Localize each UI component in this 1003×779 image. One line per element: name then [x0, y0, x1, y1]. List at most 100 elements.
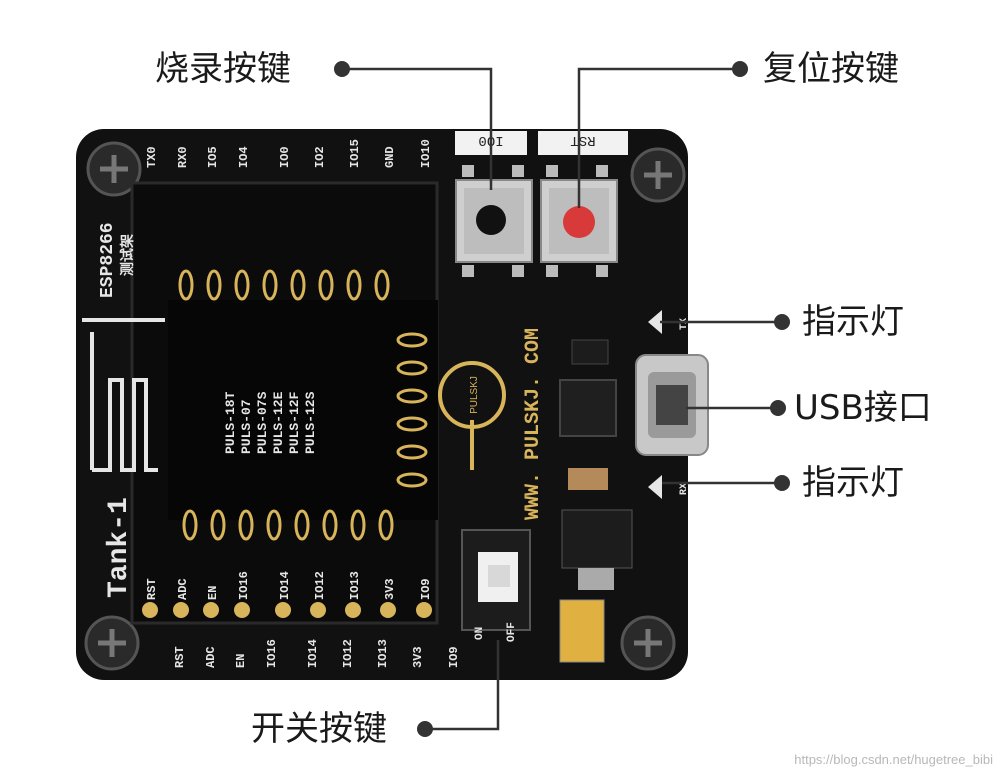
- header-top-pin-label: IO4: [237, 146, 251, 168]
- pogo-pins-bottom: [182, 509, 394, 541]
- small-ic: [571, 339, 609, 365]
- pogo-pin: [350, 509, 366, 541]
- socket-bottom-pin-label: IO16: [237, 571, 251, 600]
- module-body: [168, 300, 438, 520]
- header-bottom-pin-label: IO13: [376, 639, 390, 668]
- pogo-pin: [396, 416, 428, 432]
- socket-bottom-pin-label: IO12: [313, 571, 327, 600]
- header-top-pin-label: IO5: [206, 146, 220, 168]
- pogo-pin: [396, 332, 428, 348]
- switch-off-label: OFF: [506, 622, 518, 642]
- header-bottom-labels: RSTRSTADCADCENENIO16IO16IO14IO14IO12IO12…: [145, 571, 461, 668]
- rst-button-label: RST: [570, 132, 595, 148]
- header-top-pin-label: RX0: [176, 146, 190, 168]
- header-bottom-pin-label: IO16: [265, 639, 279, 668]
- header-top-pin-label: TX0: [145, 146, 159, 168]
- header-top-pin-label: IO0: [278, 146, 292, 168]
- pogo-pin: [346, 269, 362, 301]
- website-text: WWW. PULSKJ. COM: [522, 328, 545, 520]
- header-top-pin-label: IO15: [348, 139, 362, 168]
- pogo-pin: [290, 269, 306, 301]
- header-bottom-pin: [275, 602, 291, 618]
- socket-bottom-pin-label: EN: [206, 586, 220, 600]
- model-title: ESP8266: [98, 222, 118, 298]
- pogo-pin: [182, 509, 198, 541]
- callout-reset-button: 复位按键: [763, 49, 899, 89]
- pogo-pin: [238, 509, 254, 541]
- model-subtitle: 测试架: [119, 234, 137, 276]
- module-model-name: PULS-18T: [223, 391, 238, 454]
- header-top-pin-label: IO10: [419, 139, 433, 168]
- header-bottom-pin-label: IO14: [306, 639, 320, 668]
- callout-dots: [334, 61, 790, 737]
- callout-usb-port: USB接口: [794, 388, 932, 428]
- rx-label: RX: [679, 483, 690, 495]
- header-bottom-pin-label: IO9: [447, 646, 461, 668]
- module-model-name: PULS-12E: [271, 391, 286, 454]
- module-model-name: PULS-07S: [255, 391, 270, 454]
- header-bottom-pin-label: ADC: [204, 646, 218, 668]
- socket-bottom-pin-label: IO14: [278, 571, 292, 600]
- rst-label-plate: [538, 131, 628, 155]
- flash-button[interactable]: [455, 165, 533, 277]
- header-bottom-pin: [142, 602, 158, 618]
- power-switch[interactable]: [461, 529, 531, 631]
- pogo-pin: [318, 269, 334, 301]
- header-bottom-pin: [234, 602, 250, 618]
- callout-indicator-rx: 指示灯: [802, 463, 904, 503]
- board-name: Tank-1: [104, 497, 135, 598]
- pogo-pin: [266, 509, 282, 541]
- logo-text: PULSKJ: [469, 376, 480, 414]
- callout-flash-button: 烧录按键: [155, 49, 291, 89]
- header-bottom-pin: [173, 602, 189, 618]
- header-bottom-pin: [310, 602, 326, 618]
- switch-on-label: ON: [474, 627, 486, 640]
- header-bottom-pins: [142, 602, 432, 618]
- header-top-pin-label: GND: [383, 146, 397, 168]
- module-model-name: PULS-12F: [287, 391, 302, 454]
- antenna-trace: [82, 318, 165, 472]
- screw-top-left: [86, 141, 142, 197]
- smd-crystal: [568, 468, 608, 490]
- screw-top-right: [630, 147, 686, 203]
- pogo-pin: [396, 388, 428, 404]
- pogo-pin: [294, 509, 310, 541]
- pogo-pins-right: [396, 332, 428, 488]
- header-bottom-pin: [345, 602, 361, 618]
- micro-usb-port[interactable]: [635, 354, 709, 456]
- brand-logo: PULSKJ: [438, 361, 506, 470]
- header-bottom-pin-label: 3V3: [411, 646, 425, 668]
- socket-bottom-pin-label: IO9: [419, 578, 433, 600]
- pogo-pin: [210, 509, 226, 541]
- pogo-pin: [322, 509, 338, 541]
- pogo-pin: [396, 444, 428, 460]
- watermark: https://blog.csdn.net/hugetree_bibi: [794, 752, 993, 767]
- pogo-pin: [378, 509, 394, 541]
- pogo-pin: [262, 269, 278, 301]
- header-bottom-pin: [380, 602, 396, 618]
- tx-label: TX: [679, 318, 690, 330]
- screw-bottom-right: [620, 615, 676, 671]
- tantalum-capacitor: [559, 599, 605, 663]
- diode: [578, 568, 614, 590]
- usb-uart-chip: [559, 379, 617, 437]
- ldo-regulator: [561, 509, 633, 569]
- socket-bottom-pin-label: RST: [145, 578, 159, 600]
- socket-bottom-pin-label: IO13: [348, 571, 362, 600]
- header-bottom-pin-label: EN: [234, 654, 248, 668]
- header-bottom-pin: [203, 602, 219, 618]
- pogo-pin: [206, 269, 222, 301]
- callout-power-switch: 开关按键: [251, 709, 387, 749]
- header-top-pin-label: IO2: [313, 146, 327, 168]
- screw-bottom-left: [84, 615, 140, 671]
- module-model-name: PULS-07: [239, 399, 254, 454]
- module-model-name: PULS-12S: [303, 391, 318, 454]
- pogo-pins-top: [178, 269, 390, 301]
- pogo-pin: [396, 472, 428, 488]
- socket-bottom-pin-label: ADC: [176, 578, 190, 600]
- header-bottom-pin-label: RST: [173, 646, 187, 668]
- tx-indicator: [648, 310, 662, 334]
- header-bottom-pin-label: IO12: [341, 639, 355, 668]
